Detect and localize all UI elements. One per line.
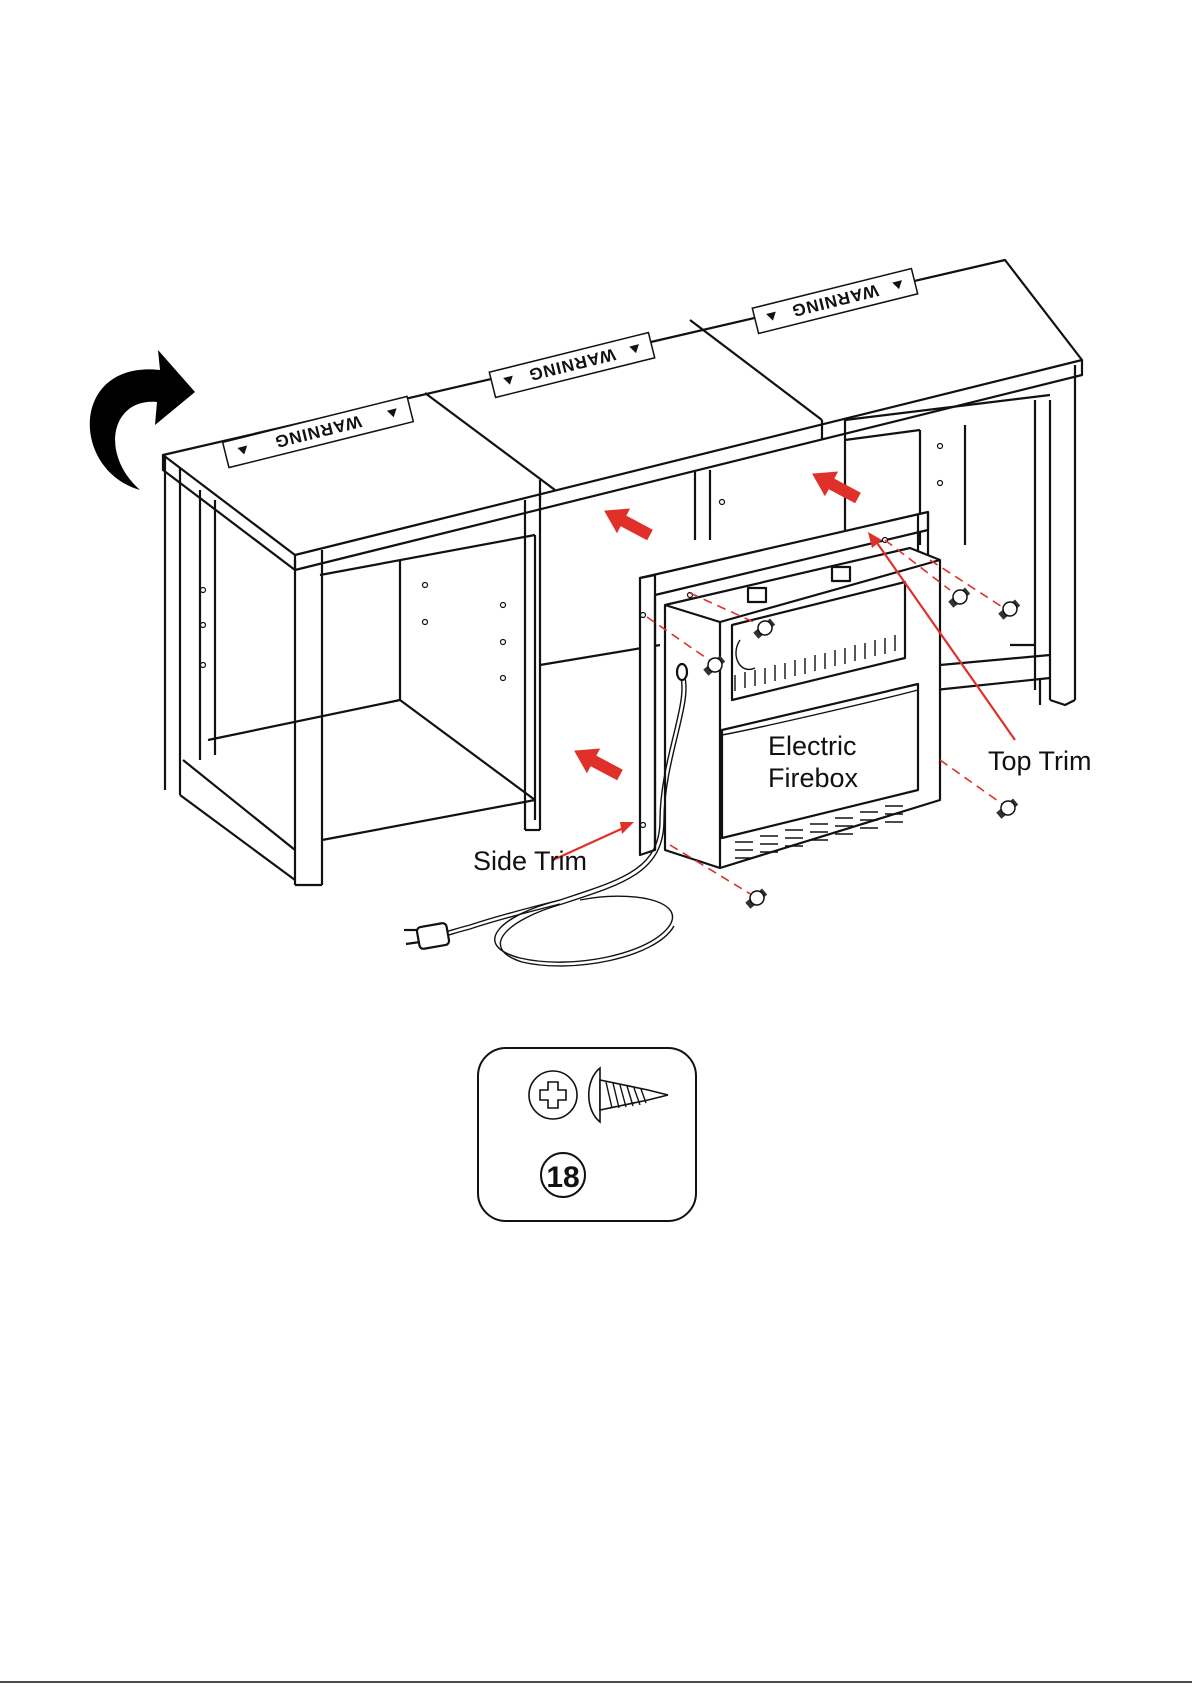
hardware-callout-box: 18 — [478, 1048, 696, 1221]
firebox-label: Firebox — [768, 763, 859, 793]
side-trim-label: Side Trim — [473, 846, 587, 876]
top-trim-label: Top Trim — [988, 746, 1092, 776]
part-number: 18 — [546, 1161, 579, 1194]
electric-firebox — [640, 512, 940, 868]
electric-label: Electric — [768, 731, 857, 761]
leader-arrowhead — [620, 822, 634, 834]
power-plug-icon — [404, 923, 450, 950]
phillips-head-icon — [529, 1071, 577, 1119]
